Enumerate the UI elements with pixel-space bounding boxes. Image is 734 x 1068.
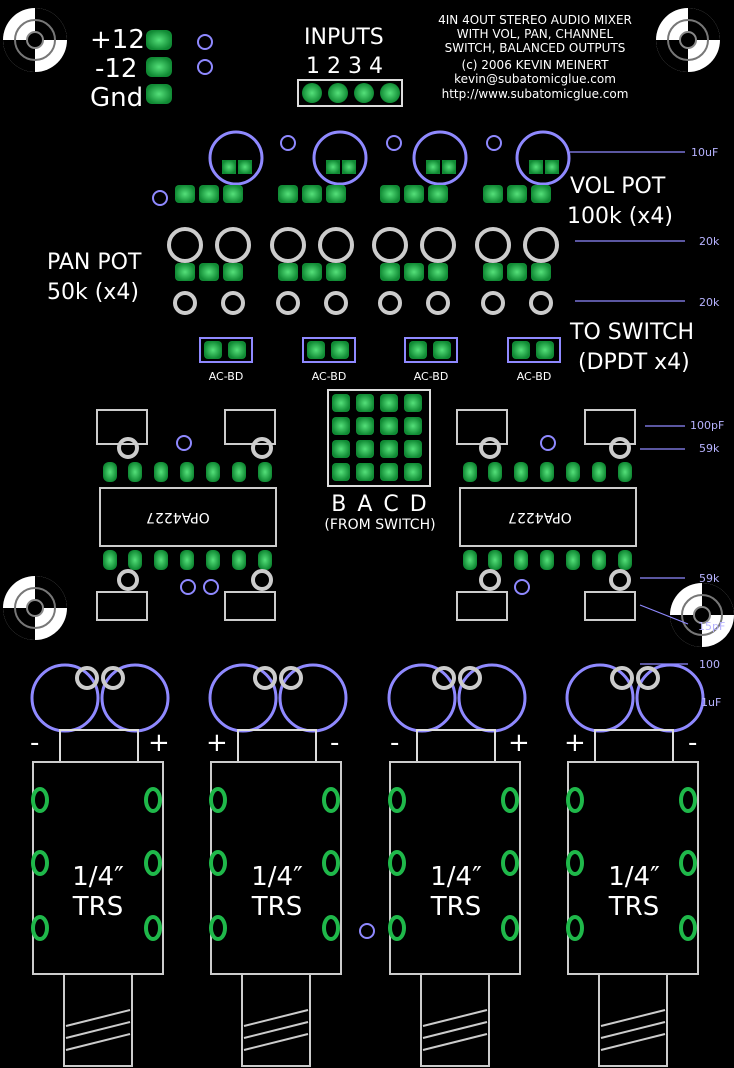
value-59k-b: 59k (699, 572, 720, 585)
to-switch-value: (DPDT x4) (578, 350, 690, 375)
jack-2-right-sign: - (330, 728, 340, 758)
jack-1-left-sign: - (30, 728, 40, 758)
value-20k-b: 20k (699, 296, 720, 309)
switch-header-pads (199, 337, 561, 363)
switch-label-1: AC-BD (208, 370, 244, 383)
jack-4-right-sign: - (688, 728, 698, 758)
pan-pot-label: PAN POT (47, 250, 142, 275)
pot-footprints (167, 185, 559, 315)
jack-1-type: TRS (72, 892, 124, 922)
from-switch-label: (FROM SWITCH) (324, 517, 436, 533)
input-header (297, 79, 403, 107)
value-1uf: 1uF (701, 696, 722, 709)
jack-3-right-sign: + (508, 728, 530, 758)
inputs-numbers: 1 2 3 4 (306, 54, 383, 79)
value-10uf: 10uF (691, 146, 719, 159)
credits-line-2: WITH VOL, PAN, CHANNEL (456, 27, 614, 41)
registration-mark-top-right (656, 8, 720, 72)
value-59k-a: 59k (699, 442, 720, 455)
power-minus12-label: -12 (95, 54, 138, 84)
output-stage (30, 663, 705, 1067)
switch-label-4: AC-BD (516, 370, 552, 383)
value-20k-a: 20k (699, 235, 720, 248)
credits-line-4: (c) 2006 KEVIN MEINERT (461, 58, 609, 72)
power-gnd-label: Gnd (90, 83, 144, 113)
jack-3-type: TRS (430, 892, 482, 922)
inputs-title: INPUTS (304, 25, 384, 50)
jack-3-left-sign: - (390, 728, 400, 758)
jack-4-size: 1/4″ (608, 862, 660, 892)
jack-4-type: TRS (608, 892, 660, 922)
registration-mark-mid-right (670, 583, 734, 647)
opamp-right (456, 409, 637, 621)
vol-pot-label: VOL POT (570, 174, 666, 199)
registration-mark-mid-left (3, 576, 67, 640)
credits-line-6: http://www.subatomicglue.com (441, 87, 629, 101)
value-15pf: 15pF (698, 620, 726, 633)
value-100: 100 (699, 658, 720, 671)
opamp-left-label: OPA4227 (146, 509, 210, 525)
credits-line-1: 4IN 4OUT STEREO AUDIO MIXER (438, 13, 632, 27)
switch-return-pads (327, 389, 431, 487)
input-capacitors (208, 130, 571, 186)
opamp-left (96, 409, 277, 621)
jack-1-size: 1/4″ (72, 862, 124, 892)
credits-line-3: SWITCH, BALANCED OUTPUTS (444, 41, 626, 55)
opamp-right-label: OPA4227 (508, 509, 572, 525)
jack-4-left-sign: + (564, 728, 586, 758)
power-pads (146, 30, 213, 104)
value-100pf: 100pF (690, 419, 725, 432)
registration-mark-top-left (3, 8, 67, 72)
power-plus12-label: +12 (90, 25, 145, 55)
jack-1-right-sign: + (148, 728, 170, 758)
leader-lines (570, 151, 689, 665)
credits-line-5: kevin@subatomicglue.com (454, 72, 616, 86)
jack-2-left-sign: + (206, 728, 228, 758)
switch-label-3: AC-BD (413, 370, 449, 383)
switch-label-2: AC-BD (311, 370, 347, 383)
pan-pot-value: 50k (x4) (47, 280, 139, 305)
jack-2-type: TRS (251, 892, 303, 922)
jack-2-size: 1/4″ (251, 862, 303, 892)
vol-pot-value: 100k (x4) (567, 204, 673, 229)
jack-3-size: 1/4″ (430, 862, 482, 892)
to-switch-label: TO SWITCH (570, 320, 695, 345)
switch-return-label: B A C D (331, 492, 429, 517)
